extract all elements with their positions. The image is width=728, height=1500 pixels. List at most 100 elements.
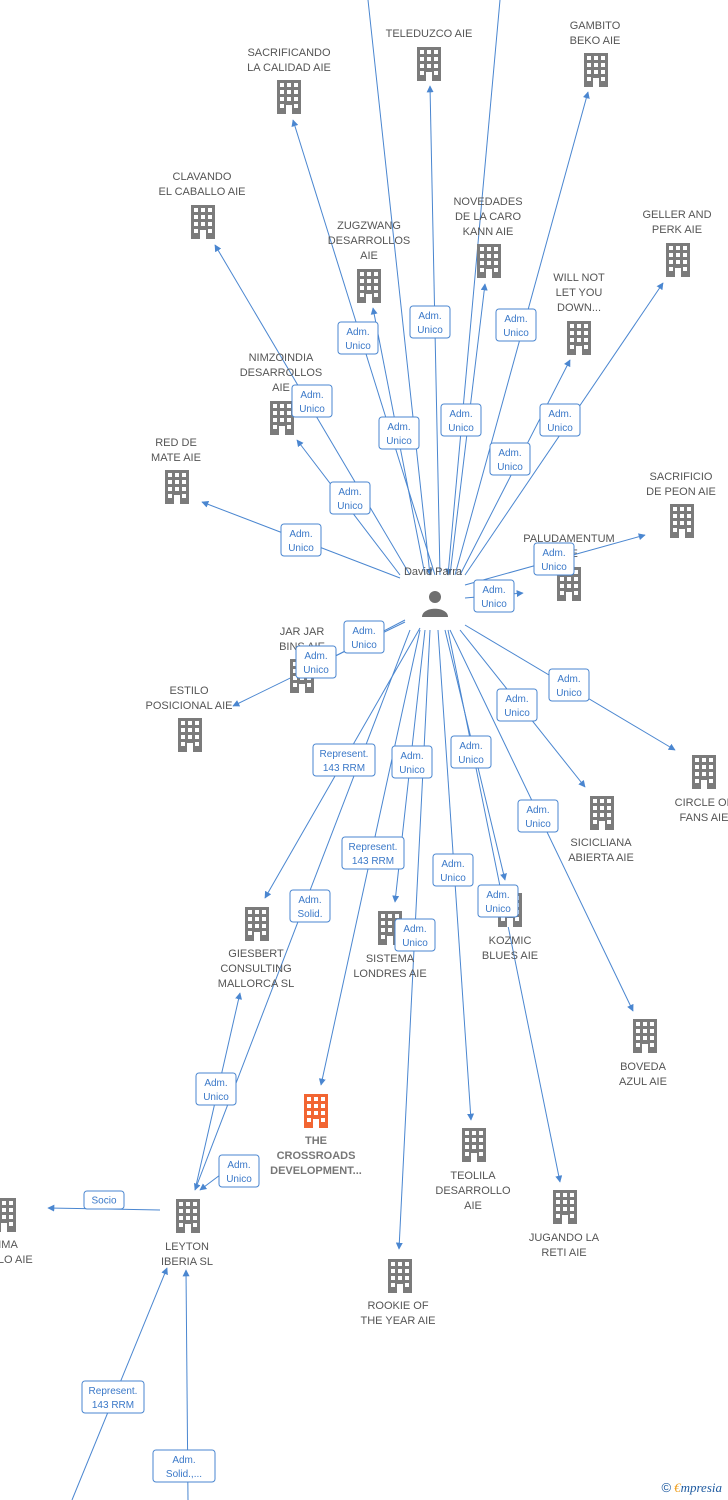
edge-label[interactable]: Adm.Unico (378, 416, 420, 450)
edge-label-box (495, 308, 537, 342)
edge-label-box (409, 305, 451, 339)
company-label: SACRIFICIO (650, 471, 713, 483)
company-label: POSICIONAL AIE (145, 700, 232, 712)
building-icon (357, 269, 381, 303)
company-label: LONDRES AIE (353, 968, 426, 980)
edge-label[interactable]: Adm.Unico (548, 668, 590, 702)
company-label: AIE (272, 382, 290, 394)
building-icon (0, 1198, 16, 1232)
edge-label[interactable]: Adm.Solid. (289, 889, 331, 923)
edge-label[interactable]: Adm.Unico (337, 321, 379, 355)
edge-label-text: Adm. (498, 448, 521, 459)
edge-label[interactable]: Adm.Unico (440, 403, 482, 437)
edge-label[interactable]: Adm.Unico (329, 481, 371, 515)
edge-label-text: Adm. (557, 674, 580, 685)
edge-label-text: Adm. (204, 1078, 227, 1089)
edge-label[interactable]: Adm.Unico (477, 884, 519, 918)
edge-label-text: Adm. (400, 751, 423, 762)
edge-label[interactable]: Socio (83, 1190, 125, 1210)
company-label: AZUL AIE (619, 1076, 667, 1088)
edge-label[interactable]: Adm.Unico (539, 403, 581, 437)
company-label: NIMZOINDIA (249, 352, 314, 364)
company-label: JAR JAR (280, 626, 325, 638)
edge-label[interactable]: Adm.Unico (195, 1072, 237, 1106)
edge-label-box (473, 579, 515, 613)
edge-label[interactable]: Adm.Unico (432, 853, 474, 887)
edge-label[interactable]: Adm.Unico (495, 308, 537, 342)
edge-label-text: Unico (440, 873, 466, 884)
company-label: LET YOU (556, 287, 603, 299)
company-label: DEVELOPMENT... (270, 1165, 362, 1177)
edge-label[interactable]: Represent.143 RRM (312, 743, 376, 777)
company-node[interactable]: THE CROSSROADS DEVELOPMENT... (270, 1094, 362, 1177)
edge-label-text: Adm. (526, 805, 549, 816)
edge-label[interactable]: Adm.Unico (291, 384, 333, 418)
edge-label-text: Adm. (300, 390, 323, 401)
edge-label-text: Unico (448, 423, 474, 434)
edge-label-box (548, 668, 590, 702)
edge-label-text: Unico (402, 938, 428, 949)
edge-label[interactable]: Adm.Unico (533, 542, 575, 576)
edge-label[interactable]: Adm.Unico (295, 645, 337, 679)
edge-label[interactable]: Adm.Unico (391, 745, 433, 779)
company-label: PALUDAMENTUM (523, 533, 614, 545)
edge-label[interactable]: Adm.Unico (218, 1154, 260, 1188)
edge-label[interactable]: Adm.Solid.,... (152, 1449, 216, 1483)
building-icon (670, 504, 694, 538)
company-label: AIE (464, 1200, 482, 1212)
edge-label[interactable]: Represent.143 RRM (81, 1380, 145, 1414)
edge-label-text: Unico (386, 436, 412, 447)
edge-label[interactable]: Adm.Unico (450, 735, 492, 769)
company-label: KANN AIE (463, 226, 514, 238)
company-label: BLUES AIE (482, 950, 538, 962)
edge-label[interactable]: Represent.143 RRM (341, 836, 405, 870)
company-node[interactable]: IMAOLLO AIE (0, 1198, 33, 1266)
edge-label[interactable]: Adm.Unico (409, 305, 451, 339)
company-label: CROSSROADS (277, 1150, 356, 1162)
edge-label-text: Unico (481, 599, 507, 610)
edge-label[interactable]: Adm.Unico (280, 523, 322, 557)
edge-label[interactable]: Adm.Unico (489, 442, 531, 476)
company-node[interactable]: TELEDUZCO AIE (386, 28, 473, 81)
building-icon (553, 1190, 577, 1224)
center-person[interactable]: David Parra (404, 566, 463, 620)
edge-label-text: Unico (541, 562, 567, 573)
company-node[interactable]: ESTILO POSICIONAL AIE (145, 685, 233, 752)
edge-label-text: Adm. (352, 626, 375, 637)
edge-label[interactable]: Adm.Unico (394, 918, 436, 952)
company-label: DESARROLLOS (328, 235, 411, 247)
building-icon (633, 1019, 657, 1053)
edge-label-text: Represent. (89, 1386, 138, 1397)
edge-label-text: Adm. (418, 311, 441, 322)
edge-label-text: Unico (485, 904, 511, 915)
edge-label[interactable]: Adm.Unico (473, 579, 515, 613)
company-label: DOWN... (557, 302, 601, 314)
edge-label-box (152, 1449, 216, 1483)
company-label: ROOKIE OF (367, 1300, 428, 1312)
edge-label[interactable]: Adm.Unico (496, 688, 538, 722)
edge-label[interactable]: Adm.Unico (517, 799, 559, 833)
edge-label[interactable]: Adm.Unico (343, 620, 385, 654)
company-label: ESTILO (169, 685, 209, 697)
company-label: THE (305, 1135, 327, 1147)
